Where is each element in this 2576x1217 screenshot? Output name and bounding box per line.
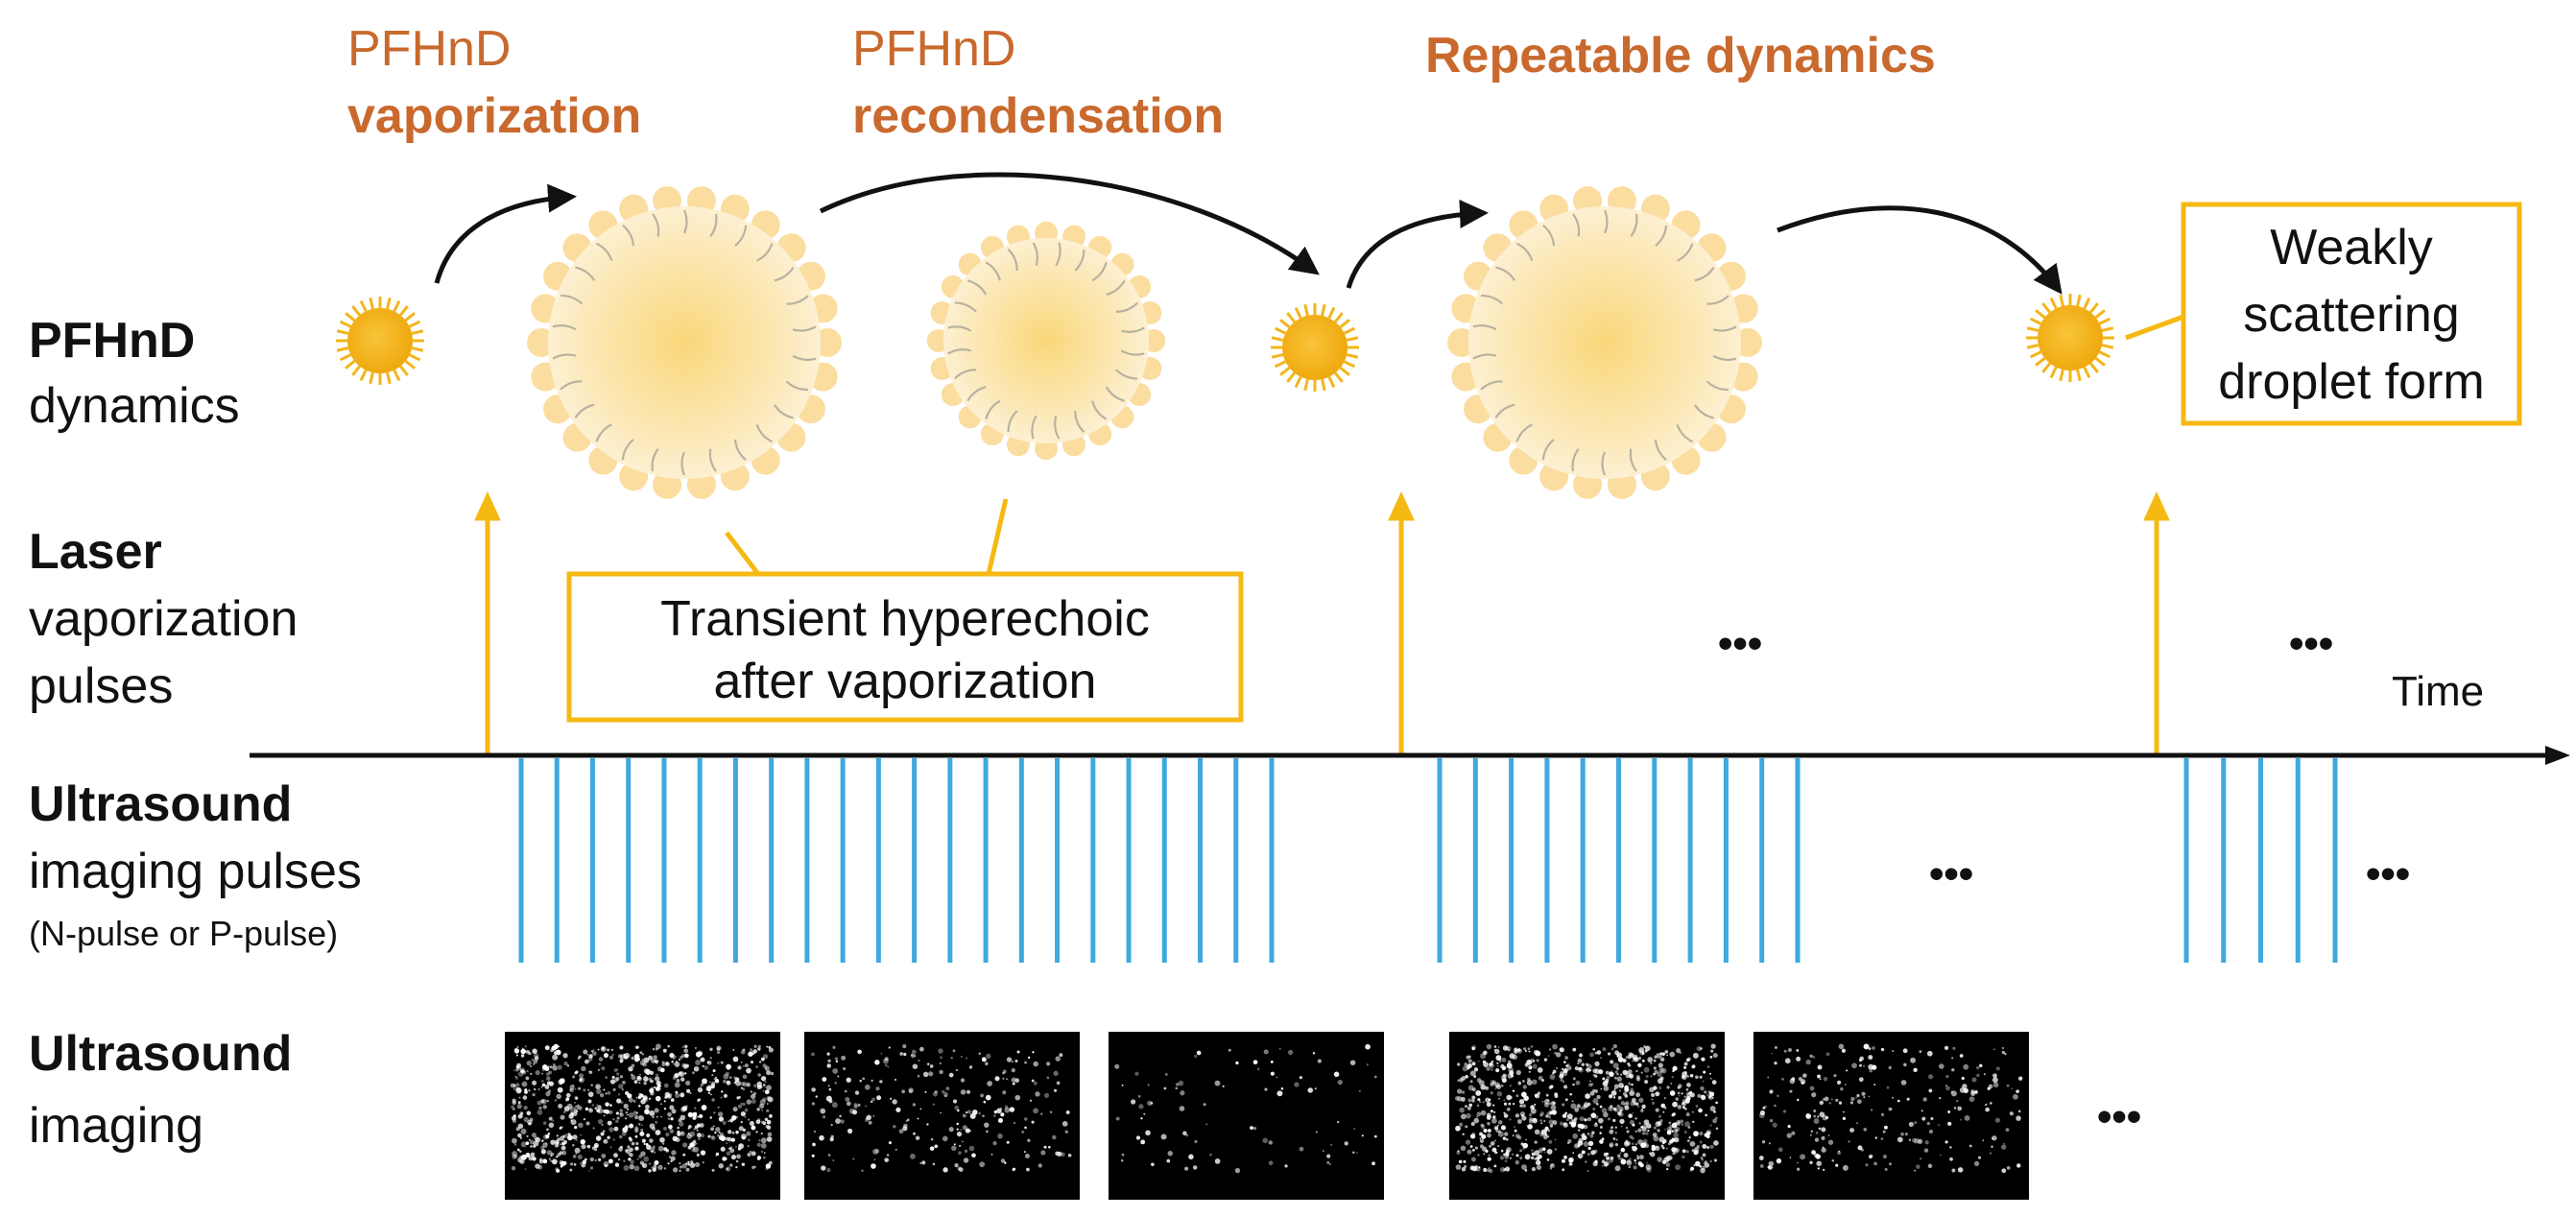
- ultrasound-image-thumbnail: [1449, 1032, 1725, 1200]
- laser-pulse-arrowhead: [474, 490, 501, 521]
- row-label-laser-2: pulses: [29, 658, 173, 714]
- ellipsis-laser-2: •••: [2289, 620, 2333, 667]
- time-axis: Time: [250, 668, 2570, 765]
- ellipsis-pulses-1: •••: [1929, 850, 1973, 897]
- callout-weak-line2: scattering: [2243, 287, 2459, 343]
- curved-arrow-icon: [1346, 199, 1489, 289]
- curved-arrow-icon: [819, 172, 1320, 275]
- callout-weak: Weakly scattering droplet form: [2125, 202, 2522, 426]
- stage-vaporization-line1: PFHnD: [347, 21, 511, 77]
- callout-transient-line2: after vaporization: [714, 654, 1097, 709]
- droplet-icon: [1271, 303, 1359, 392]
- curved-arrow-icon: [434, 183, 577, 284]
- ultrasound-image-thumbnail: [505, 1032, 780, 1200]
- bubble-icon: [926, 221, 1166, 461]
- row-label-us-pulses: imaging pulses: [29, 844, 362, 899]
- ellipsis-pulses-2: •••: [2366, 850, 2410, 897]
- ellipsis-imaging: •••: [2097, 1093, 2141, 1140]
- stage-recondensation-line2: recondensation: [852, 88, 1224, 144]
- time-axis-label: Time: [2392, 668, 2484, 715]
- row-label-us-pulses-bold: Ultrasound: [29, 776, 292, 832]
- stage-repeatable: Repeatable dynamics: [1425, 28, 1936, 84]
- curved-arrow-icon: [1777, 205, 2063, 295]
- stage-vaporization-line2: vaporization: [347, 88, 641, 144]
- ellipsis-laser-1: •••: [1718, 620, 1762, 667]
- row-label-laser-1: vaporization: [29, 591, 298, 647]
- callout-weak-line1: Weakly: [2270, 220, 2433, 275]
- row-label-us-imaging: imaging: [29, 1098, 203, 1154]
- row-label-us-imaging-bold: Ultrasound: [29, 1026, 292, 1082]
- laser-pulse-arrowhead: [2143, 490, 2170, 521]
- callout-transient-line1: Transient hyperechoic: [660, 591, 1150, 647]
- droplet-icon: [2026, 294, 2114, 382]
- ultrasound-image-thumbnail: [1753, 1032, 2029, 1200]
- ultrasound-image-thumbnail: [1109, 1032, 1384, 1200]
- row-label-dynamics-bold: PFHnD: [29, 313, 195, 369]
- row-label-us-pulses-note: (N-pulse or P-pulse): [29, 914, 338, 953]
- laser-pulse-arrowhead: [1388, 490, 1415, 521]
- droplet-icon: [336, 297, 424, 385]
- callout-transient: Transient hyperechoic after vaporization: [566, 498, 1244, 723]
- stage-recondensation-line1: PFHnD: [852, 21, 1015, 77]
- callout-weak-line3: droplet form: [2218, 354, 2484, 410]
- bubble-icon: [527, 186, 842, 499]
- row-label-laser-bold: Laser: [29, 524, 162, 580]
- ultrasound-image-thumbnail: [804, 1032, 1080, 1200]
- bubble-icon: [1447, 186, 1762, 499]
- row-label-dynamics: dynamics: [29, 378, 240, 434]
